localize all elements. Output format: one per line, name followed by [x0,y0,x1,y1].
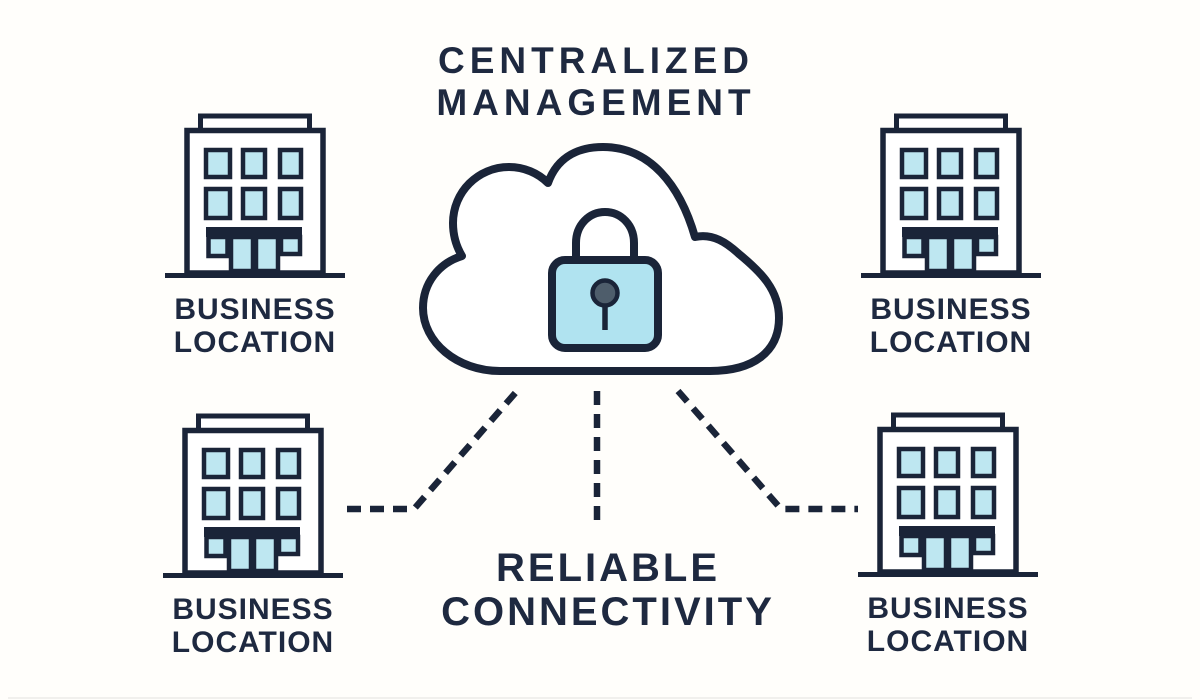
business-location-top-right: BUSINESS LOCATION [839,113,1063,359]
label-line-2: LOCATION [173,326,337,359]
centralized-management-title: CENTRALIZED MANAGEMENT [396,40,796,124]
business-location-label: BUSINESS LOCATION [836,592,1060,658]
label-line-2: LOCATION [869,326,1033,359]
business-location-top-left: BUSINESS LOCATION [143,113,367,359]
padlock-icon [548,207,662,352]
cloud-icon [419,143,783,375]
subtitle-line-1: RELIABLE [496,546,720,590]
business-location-bottom-left: BUSINESS LOCATION [141,413,365,659]
building-icon [856,412,1040,582]
title-line-2: MANAGEMENT [436,82,756,123]
business-location-bottom-right: BUSINESS LOCATION [836,412,1060,658]
label-line-2: LOCATION [171,626,335,659]
building-icon [859,113,1043,283]
business-location-label: BUSINESS LOCATION [141,593,365,659]
subtitle-line-2: CONNECTIVITY [441,590,775,634]
dashed-line-right [675,388,858,513]
reliable-connectivity-title: RELIABLE CONNECTIVITY [404,546,812,634]
label-line-1: BUSINESS [172,593,334,626]
label-line-1: BUSINESS [870,293,1032,326]
label-line-2: LOCATION [866,625,1030,658]
bottom-edge-line [8,697,1192,699]
business-location-label: BUSINESS LOCATION [143,293,367,359]
keyhole-circle [590,278,620,308]
padlock-shackle [572,207,638,264]
label-line-1: BUSINESS [867,592,1029,625]
building-icon [163,113,347,283]
dashed-line-left [347,388,520,513]
building-icon [161,413,345,583]
title-line-1: CENTRALIZED [437,40,755,81]
label-line-1: BUSINESS [174,293,336,326]
business-location-label: BUSINESS LOCATION [839,293,1063,359]
